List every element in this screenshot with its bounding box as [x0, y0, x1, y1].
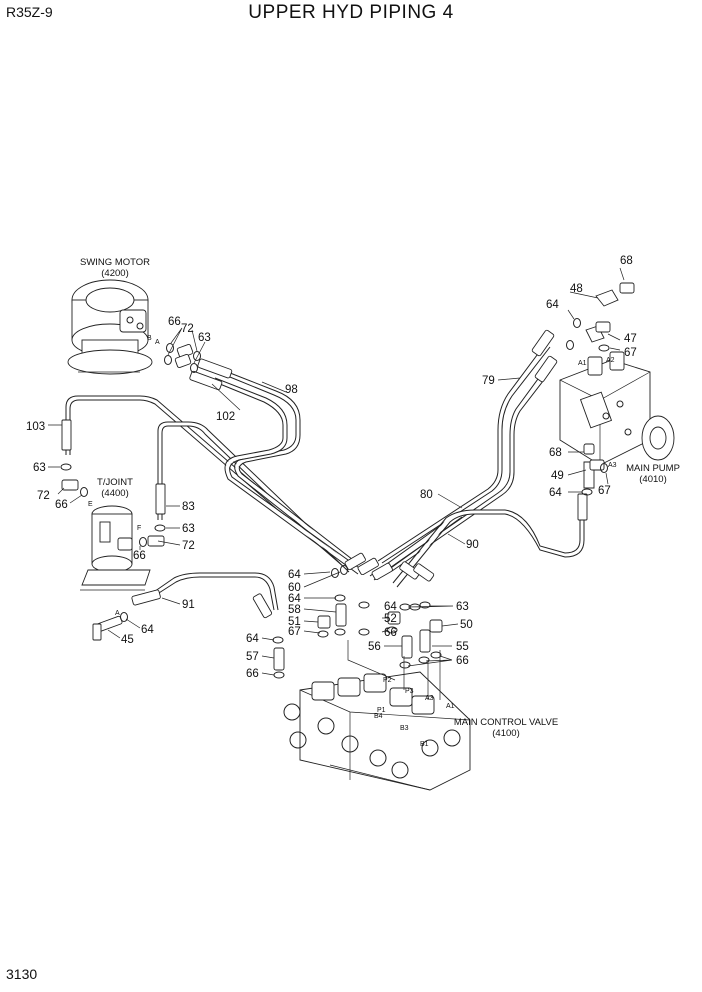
callout-67: 67 [598, 485, 611, 497]
callout-68: 68 [620, 255, 633, 267]
callout-72: 72 [182, 540, 195, 552]
callout-55: 55 [456, 641, 469, 653]
port-label: A3 [425, 695, 434, 702]
t-joint-drawing [80, 505, 151, 591]
callout-56: 56 [368, 641, 381, 653]
callout-66: 66 [168, 316, 181, 328]
leader-lines [48, 267, 625, 700]
port-label: A [155, 339, 160, 346]
callout-91: 91 [182, 599, 195, 611]
callout-83: 83 [182, 501, 195, 513]
port-label: A2 [606, 357, 615, 364]
main-control-valve-drawing [283, 671, 471, 791]
callout-57: 57 [246, 651, 259, 663]
callout-47: 47 [624, 333, 637, 345]
swing-motor-label: SWING MOTOR [80, 257, 150, 268]
callout-67: 67 [288, 626, 301, 638]
callout-72: 72 [181, 323, 194, 335]
page-title: UPPER HYD PIPING 4 [248, 2, 454, 23]
callout-60: 60 [288, 582, 301, 594]
callout-66: 66 [133, 550, 146, 562]
port-label: B1 [420, 741, 429, 748]
port-label: B3 [400, 725, 409, 732]
callout-103: 103 [26, 421, 45, 433]
main-control-valve-code: (4100) [492, 728, 519, 739]
callout-63: 63 [456, 601, 469, 613]
pump-fittings [583, 282, 635, 489]
callout-102: 102 [216, 411, 235, 423]
callout-66: 66 [246, 668, 259, 680]
callout-68: 68 [549, 447, 562, 459]
side-fittings [61, 344, 194, 547]
callout-numbers: 66 72 63 98 102 103 63 72 66 83 63 72 66… [26, 255, 637, 680]
callout-64: 64 [141, 624, 154, 636]
callout-64: 64 [246, 633, 259, 645]
t-joint-code: (4400) [101, 488, 128, 499]
model-code: R35Z-9 [6, 4, 53, 20]
port-label: A3 [608, 462, 617, 469]
callout-90: 90 [466, 539, 479, 551]
main-control-valve-label: MAIN CONTROL VALVE [454, 717, 558, 728]
callout-45: 45 [121, 634, 134, 646]
port-label: F [137, 525, 141, 532]
port-label: A1 [578, 360, 587, 367]
callout-64: 64 [549, 487, 562, 499]
callout-66: 66 [384, 627, 397, 639]
callout-63: 63 [33, 462, 46, 474]
port-label: B4 [374, 713, 383, 720]
callout-64: 64 [384, 601, 397, 613]
callout-63: 63 [198, 332, 211, 344]
callout-79: 79 [482, 375, 495, 387]
port-label: P2 [383, 677, 392, 684]
callout-80: 80 [420, 489, 433, 501]
main-pump-drawing [559, 351, 675, 466]
port-label: E [88, 501, 93, 508]
callout-63: 63 [182, 523, 195, 535]
callout-50: 50 [460, 619, 473, 631]
callout-48: 48 [570, 283, 583, 295]
callout-64: 64 [288, 593, 301, 605]
callout-67: 67 [624, 347, 637, 359]
callout-66: 66 [55, 499, 68, 511]
callout-64: 64 [288, 569, 301, 581]
callout-72: 72 [37, 490, 50, 502]
callout-58: 58 [288, 604, 301, 616]
page-number: 3130 [6, 966, 38, 982]
port-label: P1 [377, 707, 386, 714]
callout-49: 49 [551, 470, 564, 482]
callout-51: 51 [288, 616, 301, 628]
port-label: A [115, 610, 120, 617]
swing-motor-code: (4200) [101, 268, 128, 279]
o-rings [60, 318, 610, 679]
swing-motor-drawing [67, 279, 153, 375]
hose-fittings [61, 329, 588, 619]
main-pump-label: MAIN PUMP [626, 463, 680, 474]
main-pump-code: (4010) [639, 474, 666, 485]
callout-98: 98 [285, 384, 298, 396]
callout-66: 66 [456, 655, 469, 667]
hose-group [65, 342, 585, 611]
callout-52: 52 [384, 613, 397, 625]
port-label: B [147, 335, 152, 342]
t-joint-label: T/JOINT [97, 477, 133, 488]
callout-64: 64 [546, 299, 559, 311]
port-label: A1 [446, 703, 455, 710]
port-label: P3 [405, 688, 414, 695]
